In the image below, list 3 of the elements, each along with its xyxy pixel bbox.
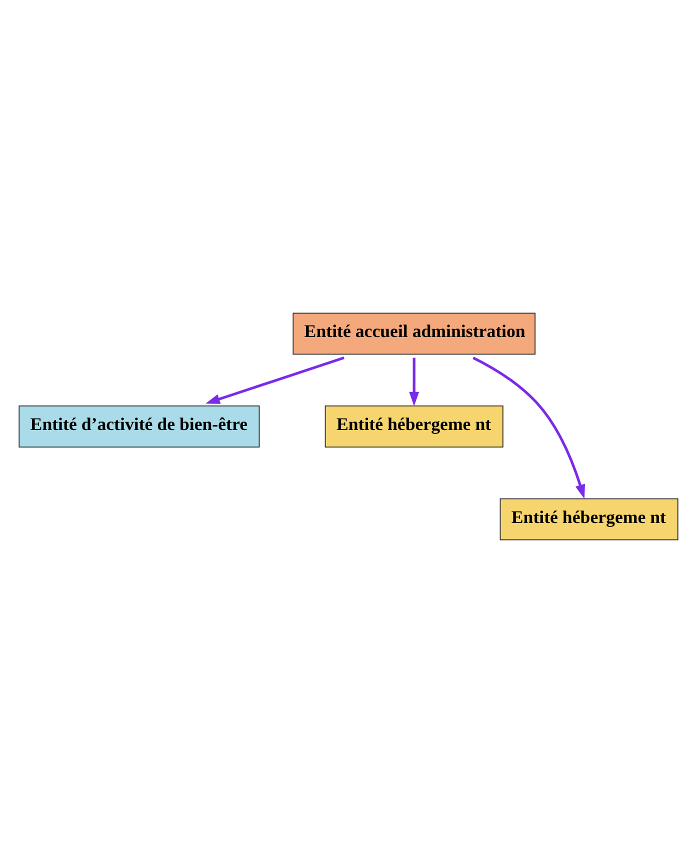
arrow [409, 357, 420, 406]
arrow [206, 356, 344, 404]
arrow [472, 356, 586, 498]
